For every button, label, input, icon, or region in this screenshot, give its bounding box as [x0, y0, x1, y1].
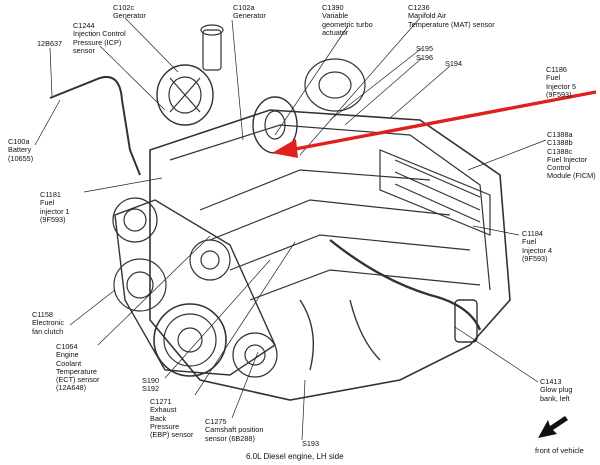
front-arrow-icon [538, 416, 568, 438]
leader-lines [34, 17, 547, 441]
label-s194: S194 [445, 59, 463, 68]
highlight-arrow [272, 90, 597, 158]
label-s195: S195 [416, 44, 434, 53]
label-s196: S196 [416, 53, 434, 62]
label-s193: S193 [302, 439, 320, 448]
front-of-vehicle-label: front of vehicle [535, 446, 584, 455]
diagram-caption: 6.0L Diesel engine, LH side [246, 452, 344, 461]
label-12b637: 12B637 [37, 39, 63, 48]
engine-illustration [49, 24, 511, 401]
